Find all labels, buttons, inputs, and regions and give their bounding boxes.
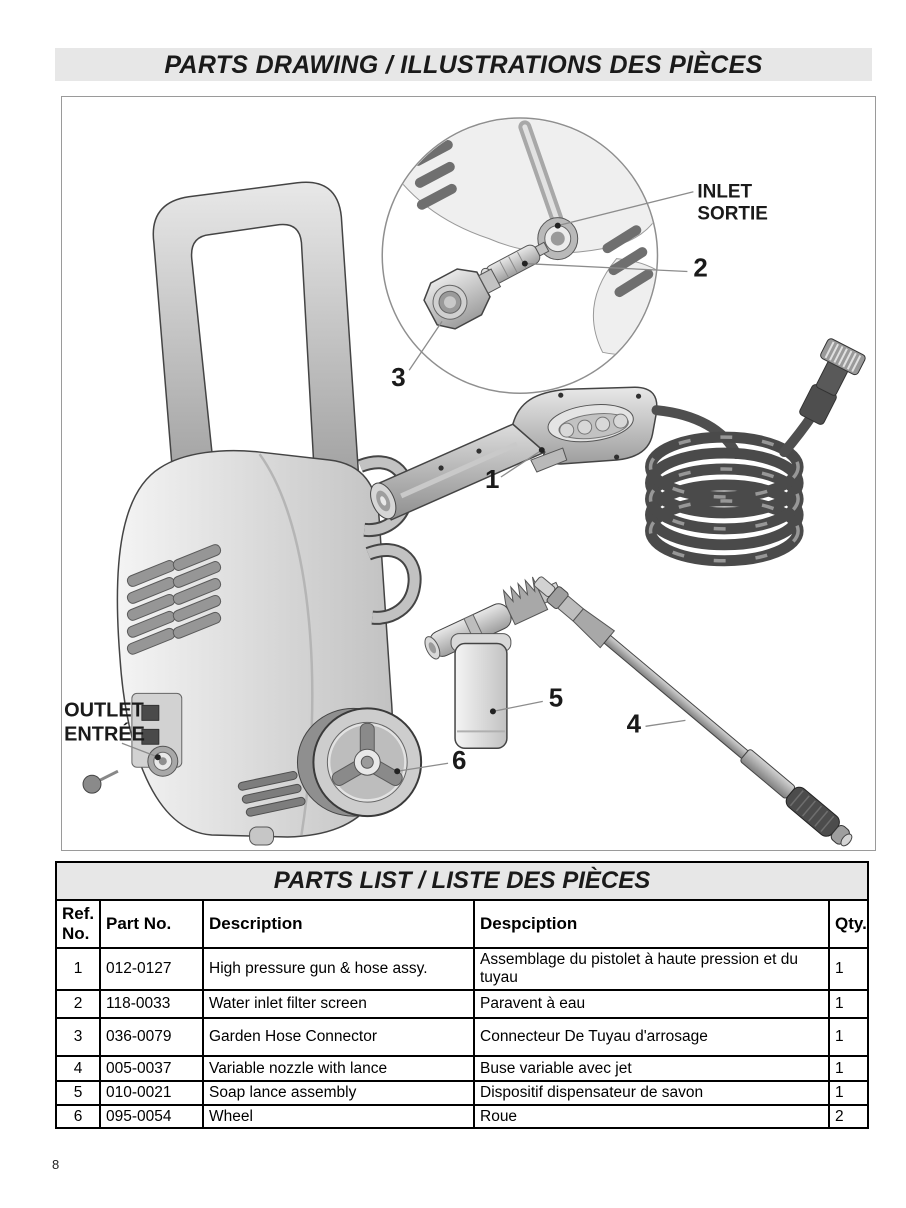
callout-1: 1 <box>485 466 499 494</box>
callout-3: 3 <box>391 364 405 392</box>
table-row: 6 095-0054 Wheel Roue 2 <box>55 1104 869 1129</box>
inlet-label-line1: INLET <box>697 182 752 203</box>
cell-qty: 1 <box>828 1080 869 1106</box>
cell-description: Wheel <box>202 1104 475 1129</box>
table-row: 5 010-0021 Soap lance assembly Dispositi… <box>55 1080 869 1106</box>
cell-description: Garden Hose Connector <box>202 1017 475 1057</box>
spray-gun <box>370 386 742 521</box>
cell-description-fr: Paravent à eau <box>473 989 830 1019</box>
cell-part-no: 095-0054 <box>99 1104 204 1129</box>
cell-qty: 1 <box>828 989 869 1019</box>
cell-description-fr: Connecteur De Tuyau d'arrosage <box>473 1017 830 1057</box>
vent-slots <box>126 544 222 655</box>
parts-drawing-illustration: INLET SORTIE OUTLET ENTRÉE 1 2 3 4 5 6 <box>64 117 866 847</box>
callout-6: 6 <box>452 747 466 775</box>
table-header-row: Ref. No. Part No. Description Despciptio… <box>55 899 869 949</box>
table-title-row: PARTS LIST / LISTE DES PIÈCES <box>55 861 869 901</box>
col-header-ref-no: Ref. No. <box>55 899 101 949</box>
cell-part-no: 118-0033 <box>99 989 204 1019</box>
inlet-port <box>537 217 579 261</box>
col-header-description: Description <box>202 899 475 949</box>
garden-hose-connector <box>423 268 502 330</box>
cell-description-fr: Assemblage du pistolet à haute pression … <box>473 947 830 991</box>
cell-ref: 4 <box>55 1055 101 1082</box>
callout-4: 4 <box>627 710 642 738</box>
cell-qty: 1 <box>828 947 869 991</box>
col-header-qty: Qty. <box>828 899 869 949</box>
cell-description: Water inlet filter screen <box>202 989 475 1019</box>
hose-coil <box>645 379 836 567</box>
callout-5: 5 <box>549 684 563 712</box>
outlet-label-line2: ENTRÉE <box>64 722 145 745</box>
col-header-description-fr: Despciption <box>473 899 830 949</box>
cell-ref: 1 <box>55 947 101 991</box>
callout-2: 2 <box>693 255 707 283</box>
cell-description: Soap lance assembly <box>202 1080 475 1106</box>
wheel <box>296 707 423 818</box>
bottom-fins <box>237 770 306 817</box>
cell-part-no: 036-0079 <box>99 1017 204 1057</box>
cell-ref: 3 <box>55 1017 101 1057</box>
table-row: 4 005-0037 Variable nozzle with lance Bu… <box>55 1055 869 1082</box>
col-header-part-no: Part No. <box>99 899 204 949</box>
lance-nozzle <box>533 576 853 847</box>
table-row: 3 036-0079 Garden Hose Connector Connect… <box>55 1017 869 1057</box>
cell-description: Variable nozzle with lance <box>202 1055 475 1082</box>
cell-qty: 1 <box>828 1017 869 1057</box>
outlet-label-line1: OUTLET <box>64 699 144 721</box>
cell-qty: 2 <box>828 1104 869 1129</box>
cell-part-no: 010-0021 <box>99 1080 204 1106</box>
table-row: 2 118-0033 Water inlet filter screen Par… <box>55 989 869 1019</box>
parts-list-title: PARTS LIST / LISTE DES PIÈCES <box>55 861 869 901</box>
cell-description-fr: Roue <box>473 1104 830 1129</box>
parts-drawing-panel: INLET SORTIE OUTLET ENTRÉE 1 2 3 4 5 6 <box>61 96 876 851</box>
inlet-detail-magnifier <box>381 117 659 394</box>
cell-description-fr: Dispositif dispensateur de savon <box>473 1080 830 1106</box>
cell-ref: 6 <box>55 1104 101 1129</box>
cell-description-fr: Buse variable avec jet <box>473 1055 830 1082</box>
soap-lance <box>424 576 562 750</box>
cell-part-no: 012-0127 <box>99 947 204 991</box>
page-number: 8 <box>52 1157 60 1172</box>
cell-qty: 1 <box>828 1055 869 1082</box>
page-title: PARTS DRAWING / ILLUSTRATIONS DES PIÈCES <box>55 48 872 81</box>
cell-ref: 5 <box>55 1080 101 1106</box>
parts-list-table: PARTS LIST / LISTE DES PIÈCES Ref. No. P… <box>55 861 869 1129</box>
table-row: 1 012-0127 High pressure gun & hose assy… <box>55 947 869 991</box>
callout-leaders <box>121 191 694 775</box>
cell-part-no: 005-0037 <box>99 1055 204 1082</box>
inlet-label-line2: SORTIE <box>697 204 768 225</box>
hose-connector <box>799 338 866 425</box>
pressure-washer-unit <box>82 181 423 846</box>
cell-ref: 2 <box>55 989 101 1019</box>
cell-description: High pressure gun & hose assy. <box>202 947 475 991</box>
